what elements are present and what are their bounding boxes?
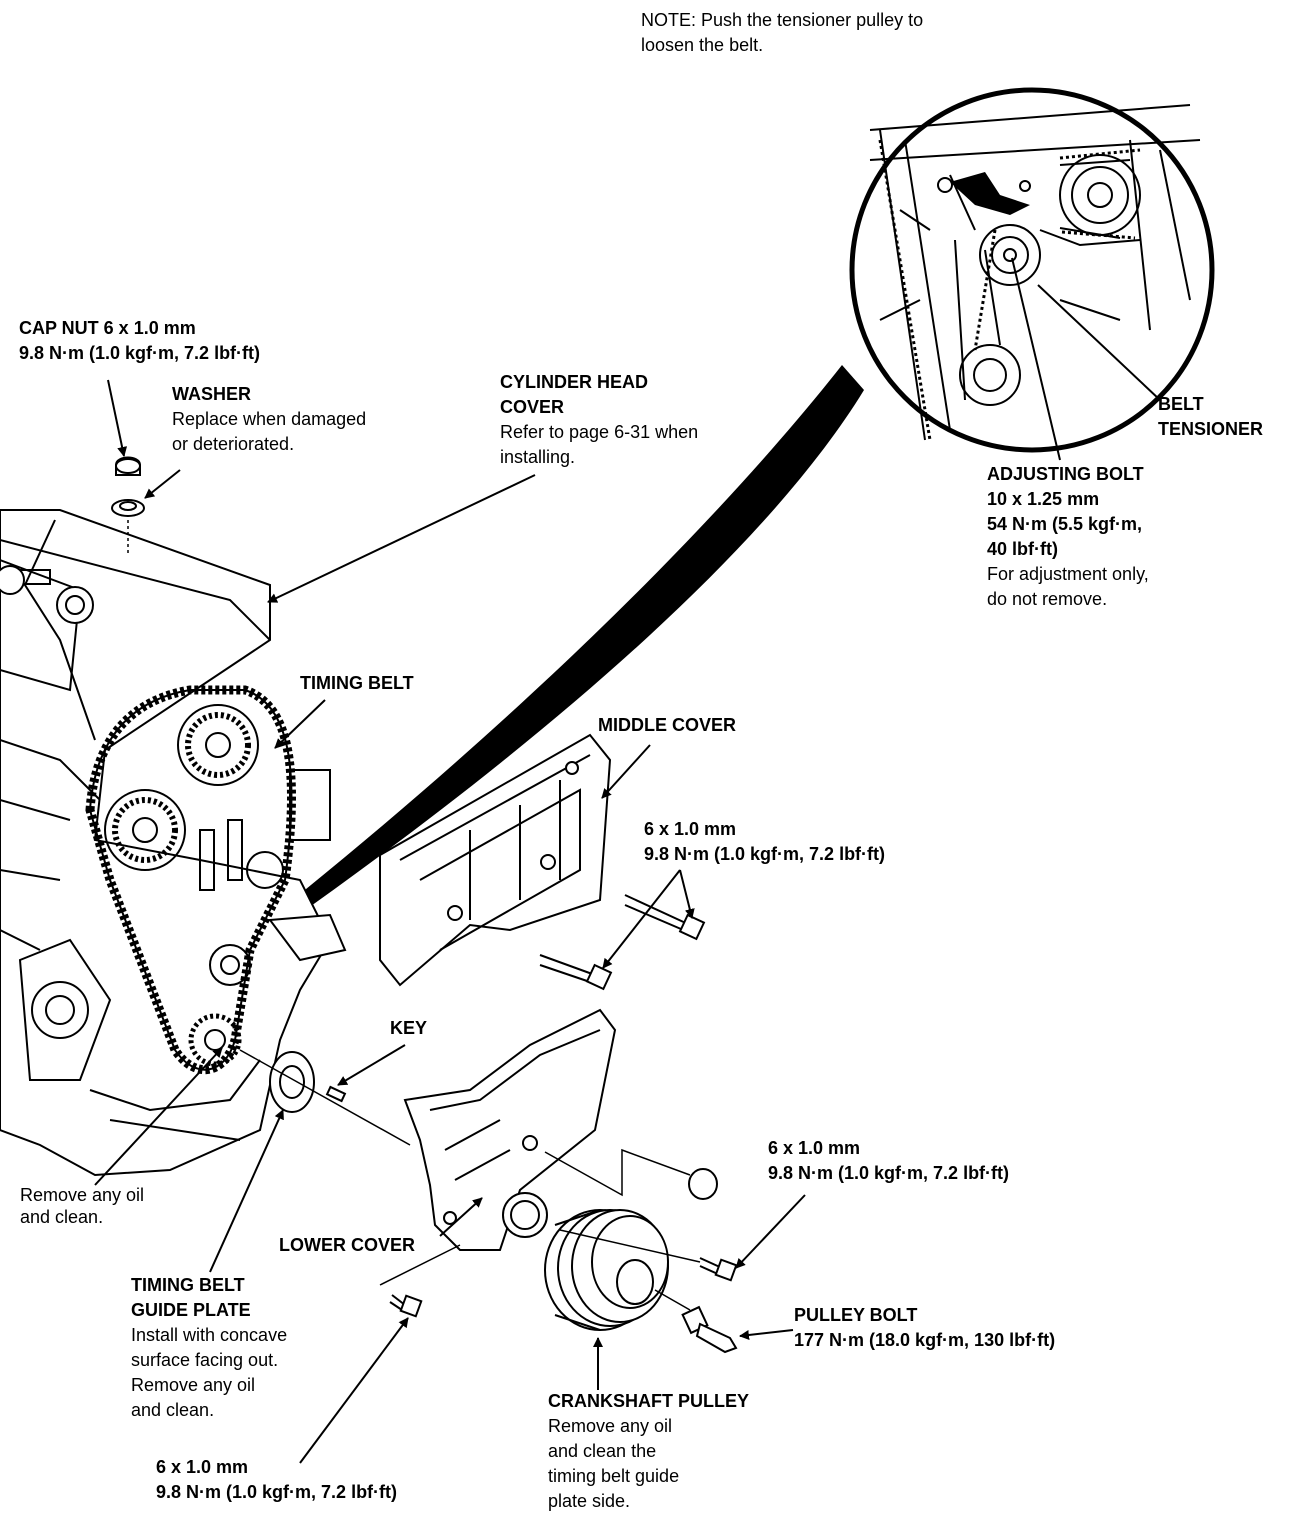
guide-plate-line-3: Remove any oil	[131, 1375, 256, 1395]
guide-plate	[269, 1051, 315, 1113]
crankshaft-pulley	[544, 1209, 669, 1331]
lower-cover-title: LOWER COVER	[279, 1235, 416, 1255]
cap-nut	[115, 456, 141, 476]
engine-block	[0, 509, 347, 1177]
pulley-bolt-part	[681, 1305, 738, 1354]
bottom-bolt-size: 6 x 1.0 mm	[156, 1457, 249, 1477]
lower-cover-label: LOWER COVER	[279, 1233, 415, 1258]
guide-plate-title-1: TIMING BELT	[131, 1275, 245, 1295]
washer-line-1: Replace when damaged	[172, 409, 367, 429]
timing-belt-assembly	[85, 685, 296, 1075]
middle-cover-title: MIDDLE COVER	[598, 715, 737, 735]
adjusting-bolt-title: ADJUSTING BOLT	[987, 464, 1144, 484]
lower-right-bolt-label: 6 x 1.0 mm 9.8 N·m (1.0 kgf·m, 7.2 lbf·f…	[768, 1136, 1009, 1186]
middle-bolt-size: 6 x 1.0 mm	[644, 819, 737, 839]
cap-nut-label: CAP NUT 6 x 1.0 mm 9.8 N·m (1.0 kgf·m, 7…	[19, 316, 260, 366]
inset-note: NOTE: Push the tensioner pulley to loose…	[641, 8, 923, 58]
middle-cover-bolts	[539, 894, 706, 991]
cylinder-head-cover-line-1: Refer to page 6-31 when	[500, 422, 699, 442]
guide-plate-line-2: surface facing out.	[131, 1350, 279, 1370]
cylinder-head-cover-line-2: installing.	[500, 447, 576, 467]
pulley-bolt-spec: 177 N·m (18.0 kgf·m, 130 lbf·ft)	[794, 1330, 1056, 1350]
crankshaft-pulley-line-3: timing belt guide	[548, 1466, 680, 1486]
lower-right-bolt-part	[699, 1257, 738, 1282]
adjusting-bolt-note-1: For adjustment only,	[987, 564, 1149, 584]
adjusting-bolt-label: ADJUSTING BOLT 10 x 1.25 mm 54 N·m (5.5 …	[987, 462, 1149, 612]
cap-nut-title: CAP NUT 6 x 1.0 mm	[19, 318, 196, 338]
belt-tensioner-label: BELT TENSIONER	[1158, 392, 1263, 442]
adjusting-bolt-size: 10 x 1.25 mm	[987, 489, 1100, 509]
leader-lines	[94, 379, 806, 1464]
lower-right-bolt-spec: 9.8 N·m (1.0 kgf·m, 7.2 lbf·ft)	[768, 1163, 1010, 1183]
washer-label: WASHER Replace when damaged or deteriora…	[172, 382, 366, 457]
tensioner-detail-inset	[849, 87, 1215, 461]
guide-plate-label: TIMING BELT GUIDE PLATE Install with con…	[131, 1273, 287, 1423]
guide-plate-line-4: and clean.	[131, 1400, 215, 1420]
adjusting-bolt-spec-1: 54 N·m (5.5 kgf·m,	[987, 514, 1143, 534]
middle-bolt-spec: 9.8 N·m (1.0 kgf·m, 7.2 lbf·ft)	[644, 844, 886, 864]
adjusting-bolt-spec-2: 40 lbf·ft)	[987, 539, 1058, 559]
remove-oil-line-1: Remove any oil	[20, 1185, 145, 1205]
adjusting-bolt-note-2: do not remove.	[987, 589, 1108, 609]
cylinder-head-cover-title-2: COVER	[500, 397, 565, 417]
timing-belt-label: TIMING BELT	[300, 671, 414, 696]
pulley-bolt-label: PULLEY BOLT 177 N·m (18.0 kgf·m, 130 lbf…	[794, 1303, 1055, 1353]
lower-right-bolt-size: 6 x 1.0 mm	[768, 1138, 861, 1158]
remove-oil-line-2: and clean.	[20, 1207, 104, 1227]
crankshaft-pulley-line-4: plate side.	[548, 1491, 631, 1511]
bottom-bolt-spec: 9.8 N·m (1.0 kgf·m, 7.2 lbf·ft)	[156, 1482, 398, 1502]
washer	[111, 499, 145, 517]
pulley-bolt-title: PULLEY BOLT	[794, 1305, 918, 1325]
note-line-2: loosen the belt.	[641, 35, 764, 55]
bottom-bolt-label: 6 x 1.0 mm 9.8 N·m (1.0 kgf·m, 7.2 lbf·f…	[156, 1455, 397, 1505]
belt-tensioner-line-1: BELT	[1158, 394, 1204, 414]
washer-title: WASHER	[172, 384, 252, 404]
note-line-1: NOTE: Push the tensioner pulley to	[641, 10, 924, 30]
crankshaft-pulley-line-2: and clean the	[548, 1441, 657, 1461]
belt-tensioner-line-2: TENSIONER	[1158, 419, 1264, 439]
middle-cover-label: MIDDLE COVER	[598, 713, 736, 738]
cylinder-head-cover-title-1: CYLINDER HEAD	[500, 372, 649, 392]
lower-cover	[403, 1008, 617, 1251]
cap-nut-spec: 9.8 N·m (1.0 kgf·m, 7.2 lbf·ft)	[19, 343, 261, 363]
crankshaft-pulley-title: CRANKSHAFT PULLEY	[548, 1391, 749, 1411]
remove-oil-label: Remove any oil and clean.	[20, 1184, 144, 1228]
cylinder-head-cover-label: CYLINDER HEAD COVER Refer to page 6-31 w…	[500, 370, 698, 470]
cap-clip	[688, 1168, 718, 1200]
guide-plate-title-2: GUIDE PLATE	[131, 1300, 251, 1320]
crankshaft-pulley-label: CRANKSHAFT PULLEY Remove any oil and cle…	[548, 1389, 749, 1514]
key-label: KEY	[390, 1016, 427, 1041]
middle-bolt-label: 6 x 1.0 mm 9.8 N·m (1.0 kgf·m, 7.2 lbf·f…	[644, 817, 885, 867]
timing-belt-title: TIMING BELT	[300, 673, 414, 693]
key-part	[325, 1085, 347, 1103]
washer-line-2: or deteriorated.	[172, 434, 295, 454]
bottom-bolt-part	[389, 1294, 423, 1318]
guide-plate-line-1: Install with concave	[131, 1325, 288, 1345]
crankshaft-pulley-line-1: Remove any oil	[548, 1416, 673, 1436]
inset-connector	[255, 365, 864, 935]
middle-cover	[379, 733, 612, 987]
key-title: KEY	[390, 1018, 428, 1038]
